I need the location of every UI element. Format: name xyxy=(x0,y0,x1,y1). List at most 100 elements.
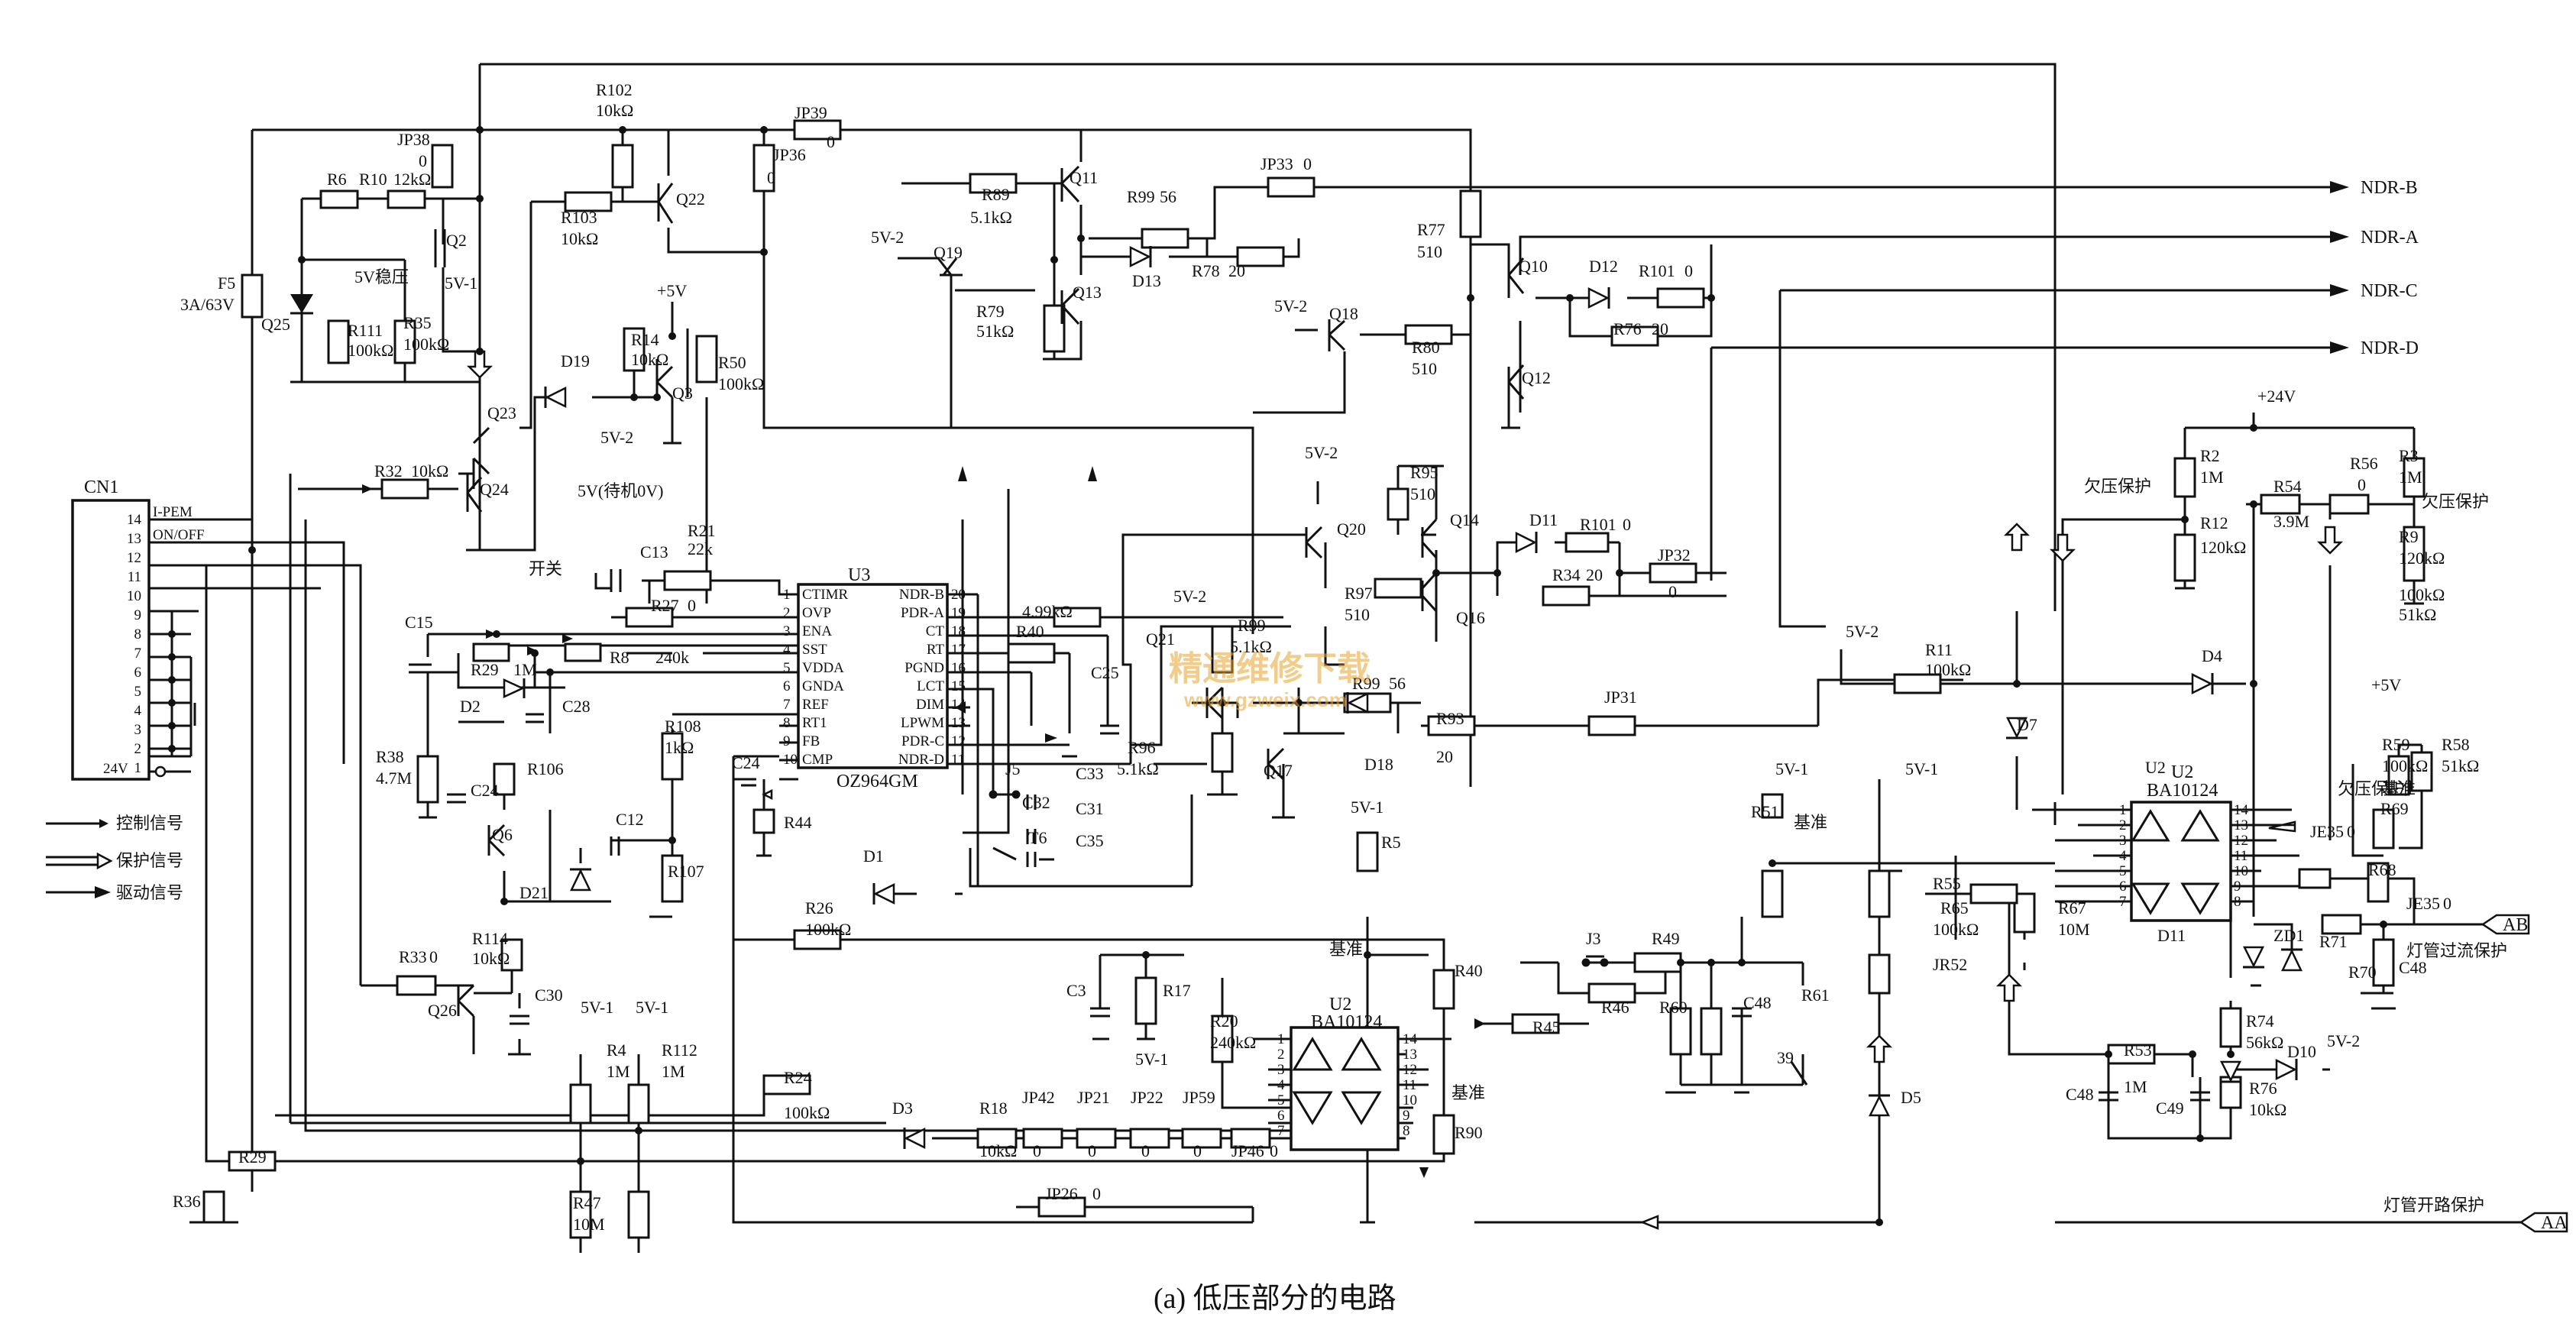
component-label: 0 xyxy=(1684,261,1693,280)
cn1-pin-number: 10 xyxy=(127,588,141,604)
component-label: R26 xyxy=(805,898,833,917)
u3-pin-number: 15 xyxy=(951,678,966,694)
cn1-name: CN1 xyxy=(84,477,118,497)
component-label: 510 xyxy=(1412,359,1437,378)
component-label: R10 xyxy=(359,170,387,189)
component-label: T6 xyxy=(1028,828,1047,847)
component-label: 510 xyxy=(1345,605,1370,624)
component-label: 1M xyxy=(2124,1077,2147,1096)
component-label: R69 xyxy=(2380,799,2409,818)
component-label: 5V-2 xyxy=(600,428,633,447)
component-label: C28 xyxy=(562,697,591,716)
component-label: 10kΩ xyxy=(2249,1100,2286,1119)
u3-pin-name: REF xyxy=(802,697,829,713)
component-label: 基准 xyxy=(1451,1083,1485,1102)
component-label: 56kΩ xyxy=(2246,1033,2283,1052)
output-ndr-c: NDR-C xyxy=(2361,281,2418,301)
input-tags: AB AA 灯管开路保护 xyxy=(1639,914,2568,1233)
component-label: JP33 xyxy=(1260,154,1293,173)
u2a-part: BA10124 xyxy=(1311,1012,1382,1032)
component-label: R12 xyxy=(2200,513,2228,532)
cn1-pin-number: 7 xyxy=(134,646,142,662)
component-label: 欠压保护 xyxy=(2422,492,2489,511)
cn1-pin-number: 1 xyxy=(134,760,142,776)
component-label: R29 xyxy=(471,660,499,679)
u3-pin-name: GNDA xyxy=(802,678,844,694)
component-label: 3A/63V xyxy=(180,295,235,314)
component-label: 100kΩ xyxy=(2399,585,2445,604)
component-label: 5V(待机0V) xyxy=(578,481,663,500)
u3-pin-number: 7 xyxy=(783,697,791,713)
u3-pin-name: PDR-C xyxy=(901,733,944,749)
component-label: R101 xyxy=(1639,261,1675,280)
component-label: 5V-1 xyxy=(1351,798,1383,817)
component-label: 1M xyxy=(2399,468,2422,487)
cn1-pin-number: 12 xyxy=(127,550,141,566)
u3-pin-number: 19 xyxy=(951,605,966,621)
u2b-pin-number: 2 xyxy=(2119,817,2127,833)
u3-pin-name: CT xyxy=(926,623,945,639)
component-label: 0 xyxy=(2358,475,2366,494)
component-label: 灯管过流保护 xyxy=(2406,941,2507,960)
component-label: +5V xyxy=(657,281,687,300)
component-label: R8 xyxy=(610,648,629,667)
component-label: 10kΩ xyxy=(596,101,633,120)
watermark-url: www.gzweix.com xyxy=(1183,688,1347,711)
u3-pin-name: ENA xyxy=(802,623,832,639)
component-label: R9 xyxy=(2399,527,2419,546)
component-label: R79 xyxy=(976,302,1005,321)
component-label: C13 xyxy=(640,542,668,561)
component-label: 120kΩ xyxy=(2200,538,2246,557)
component-label: C48 xyxy=(1743,993,1772,1012)
component-label: D1 xyxy=(863,846,884,866)
note-aa: 灯管开路保护 xyxy=(2383,1196,2484,1215)
watermark: 精通维修下载 www.gzweix.com xyxy=(1169,650,1371,711)
component-label: Q3 xyxy=(672,383,693,403)
component-label: R53 xyxy=(2124,1040,2152,1060)
component-label: +24V xyxy=(2257,387,2296,406)
component-label: D11 xyxy=(2157,926,2186,945)
component-label: 基准 xyxy=(1329,940,1363,959)
component-label: 0 xyxy=(1270,1141,1278,1160)
component-label: 0 xyxy=(827,132,835,151)
u3-pin-number: 13 xyxy=(951,715,966,731)
component-label: Q19 xyxy=(934,243,963,262)
u3-pin-number: 1 xyxy=(783,587,791,603)
component-label: C48 xyxy=(2399,958,2427,977)
component-label: ZD1 xyxy=(2273,926,2304,945)
output-ndr-a: NDR-A xyxy=(2361,228,2419,248)
u2a-pin-number: 5 xyxy=(1277,1092,1285,1108)
component-label: R93 xyxy=(1436,709,1464,728)
component-label: 0 xyxy=(429,947,438,966)
component-label: 0 xyxy=(1141,1141,1150,1160)
component-label: R38 xyxy=(376,747,404,766)
u2a-pin-number: 12 xyxy=(1403,1062,1417,1078)
diodes xyxy=(290,245,2303,1150)
component-label: Q14 xyxy=(1450,510,1479,529)
component-label: 0 xyxy=(2347,822,2355,841)
input-aa: AA xyxy=(2541,1213,2568,1233)
u3-pin-name: CMP xyxy=(802,752,833,768)
component-label: R70 xyxy=(2348,963,2377,982)
protect-arrows xyxy=(466,350,2344,1063)
component-label: R55 xyxy=(1933,874,1961,893)
u3-pin-number: 10 xyxy=(783,752,798,768)
u2b-pin-number: 9 xyxy=(2234,879,2241,895)
component-label: J3 xyxy=(1586,929,1601,948)
u3-pin-name: CTIMR xyxy=(802,587,849,603)
component-label: 5V-1 xyxy=(636,998,668,1017)
u2a-pin-number: 9 xyxy=(1403,1108,1410,1124)
u3-pin-number: 9 xyxy=(783,733,791,749)
cn1-pin-number: 4 xyxy=(134,703,142,719)
legend-control: 控制信号 xyxy=(116,814,183,833)
component-label: 510 xyxy=(1417,242,1442,261)
component-label: R47 xyxy=(573,1193,601,1212)
component-label: 0 xyxy=(1303,154,1312,173)
component-label: C33 xyxy=(1076,764,1104,783)
component-label: JR52 xyxy=(1933,955,1967,974)
u3-pin-name: VDDA xyxy=(802,660,844,676)
component-label: JP36 xyxy=(773,145,806,164)
component-label: R106 xyxy=(527,759,564,778)
